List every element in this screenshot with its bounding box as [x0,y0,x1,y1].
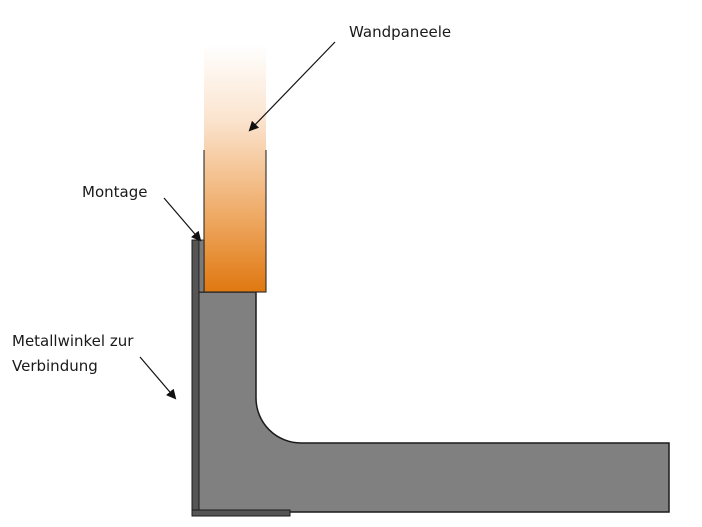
arrow-mounting [163,197,202,242]
label-wall-panels: Wandpaneele [349,23,452,41]
metal-bracket-horizontal [191,509,291,517]
arrow-metal-bracket [139,356,177,400]
mounting-strip [198,239,205,293]
wall-panel [204,45,266,292]
label-metal-bracket-line2: Verbindung [12,357,98,375]
arrow-wall-panels [248,41,336,132]
label-mounting: Montage [82,183,148,201]
label-metal-bracket-line1: Metallwinkel zur [12,332,134,350]
wall-panel-outline [203,150,267,293]
metal-bracket-vertical [191,239,200,515]
floor-profile [196,291,670,513]
